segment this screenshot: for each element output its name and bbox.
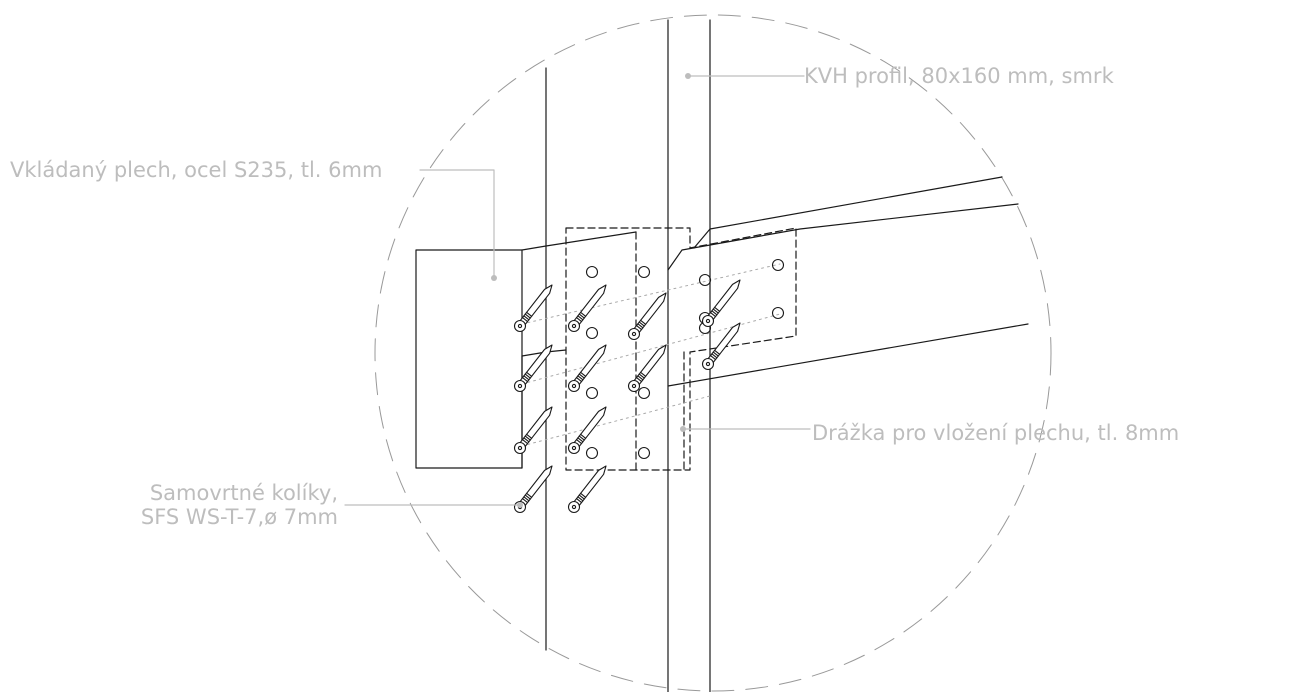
inserted-plate-label: Vkládaný plech, ocel S235, tl. 6mm: [10, 158, 383, 182]
dowel: [567, 465, 607, 514]
callout-leaders: [344, 75, 811, 506]
beam: [667, 176, 1029, 387]
dowel: [513, 344, 553, 393]
self-drilling-dowels: [513, 279, 741, 514]
dowel: [567, 406, 607, 455]
detail-circle: [374, 14, 1052, 692]
dowel: [627, 292, 667, 341]
dowels-label: Samovrtné kolíky, SFS WS-T-7,ø 7mm: [141, 481, 338, 529]
dowel: [567, 284, 607, 333]
kvh-column: [545, 19, 711, 692]
dowel: [513, 406, 553, 455]
dowel: [701, 279, 741, 328]
plate-slot: [565, 227, 797, 471]
callout-dots: [491, 73, 691, 508]
dowels-label-line1: Samovrtné kolíky,: [149, 481, 338, 505]
plate-slot-label: Drážka pro vložení plechu, tl. 8mm: [812, 421, 1180, 445]
dowel: [567, 344, 607, 393]
dowel: [701, 322, 741, 371]
construction-lines: [521, 263, 781, 447]
kvh-profile-label: KVH profil, 80x160 mm, smrk: [804, 64, 1114, 88]
dowel: [513, 284, 553, 333]
dowel: [627, 344, 667, 393]
dowels-label-line2: SFS WS-T-7,ø 7mm: [140, 505, 338, 529]
